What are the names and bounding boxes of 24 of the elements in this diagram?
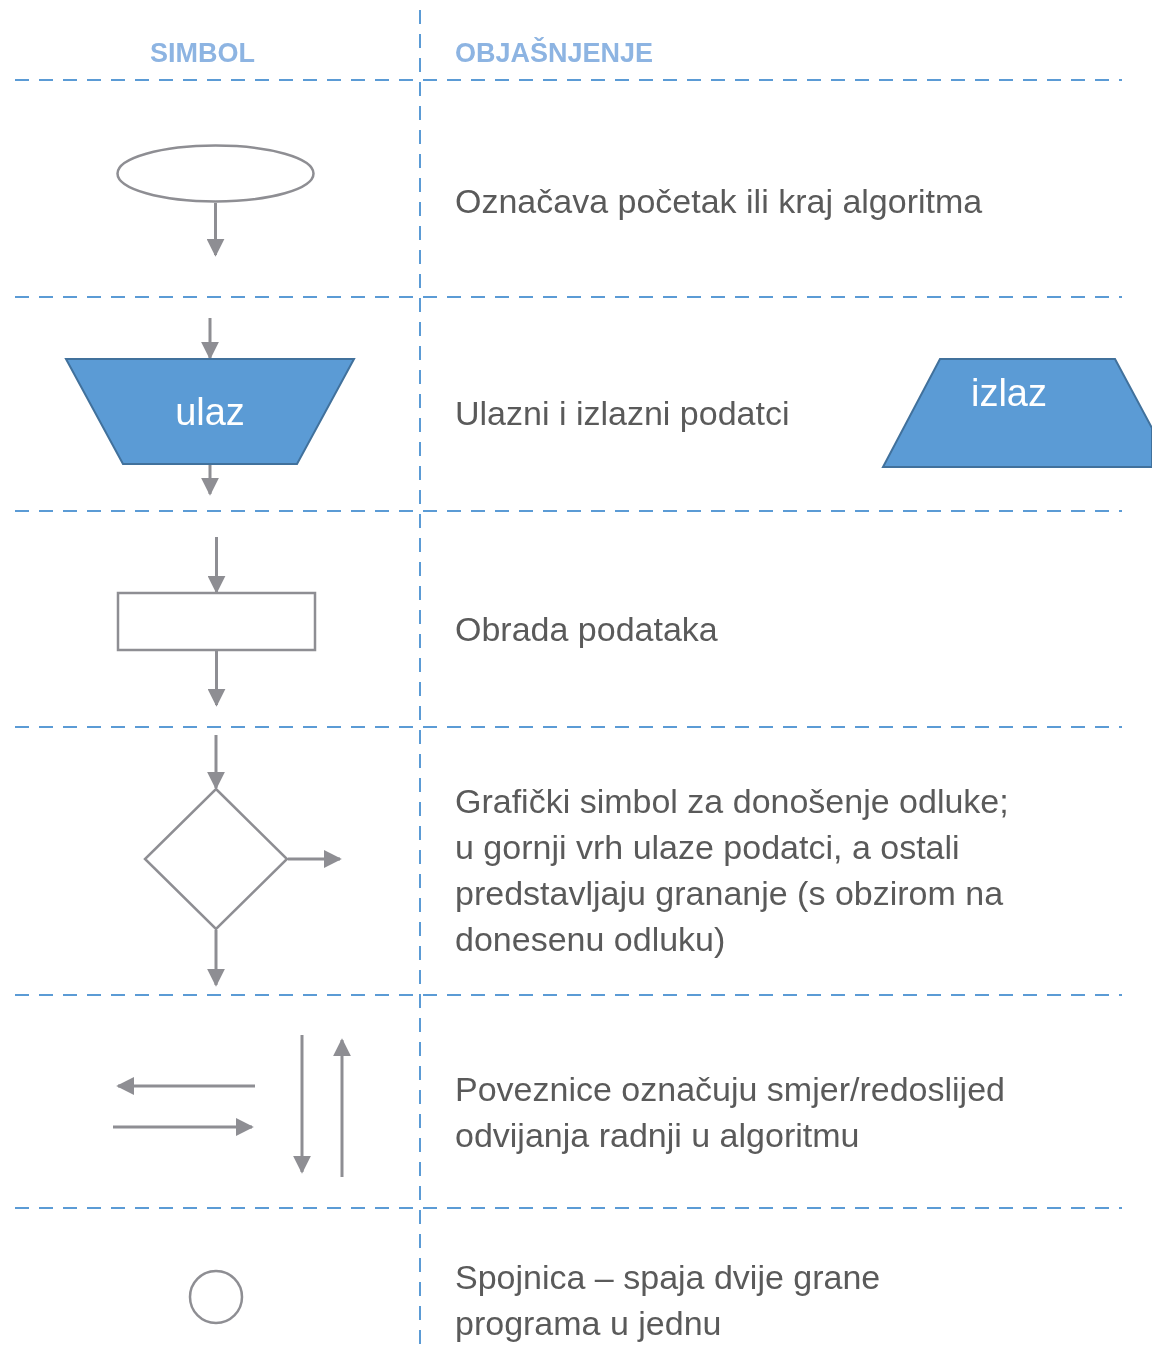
description-text: Spojnica – spaja dvije grane programa u jednu [455, 1257, 882, 1344]
arrow [207, 735, 225, 790]
input-trapezoid [65, 358, 355, 465]
description-text: Grafički simbol za donošenje odluke; u gornji vrh ulaze podatci, a ostali predstavljaju grananje (s obzirom na donesenu odluku) [455, 781, 1010, 960]
arrow [207, 651, 226, 707]
arrow [207, 537, 226, 594]
output-parallelogram [882, 358, 1152, 468]
terminal-oval [116, 144, 315, 203]
description-text: Obrada podataka [455, 609, 718, 650]
column-header: OBJAŠNJENJE [455, 36, 654, 70]
description-text: Ulazni i izlazni podatci [455, 393, 790, 434]
description-text: Označava početak ili kraj algoritma [455, 181, 983, 222]
symbol-label: izlaz [971, 374, 1047, 412]
connector-circle [189, 1270, 243, 1324]
symbol-label: ulaz [175, 392, 245, 431]
decision-diamond [144, 788, 288, 930]
process-rectangle [117, 592, 316, 651]
column-header: SIMBOL [150, 37, 255, 70]
arrow [201, 318, 219, 360]
description-text: Poveznice označuju smjer/redoslijed odvijanja radnji u algoritmu [455, 1069, 1006, 1156]
arrow [288, 850, 342, 868]
arrow [206, 203, 225, 257]
arrow [207, 930, 225, 987]
arrow [201, 465, 219, 496]
